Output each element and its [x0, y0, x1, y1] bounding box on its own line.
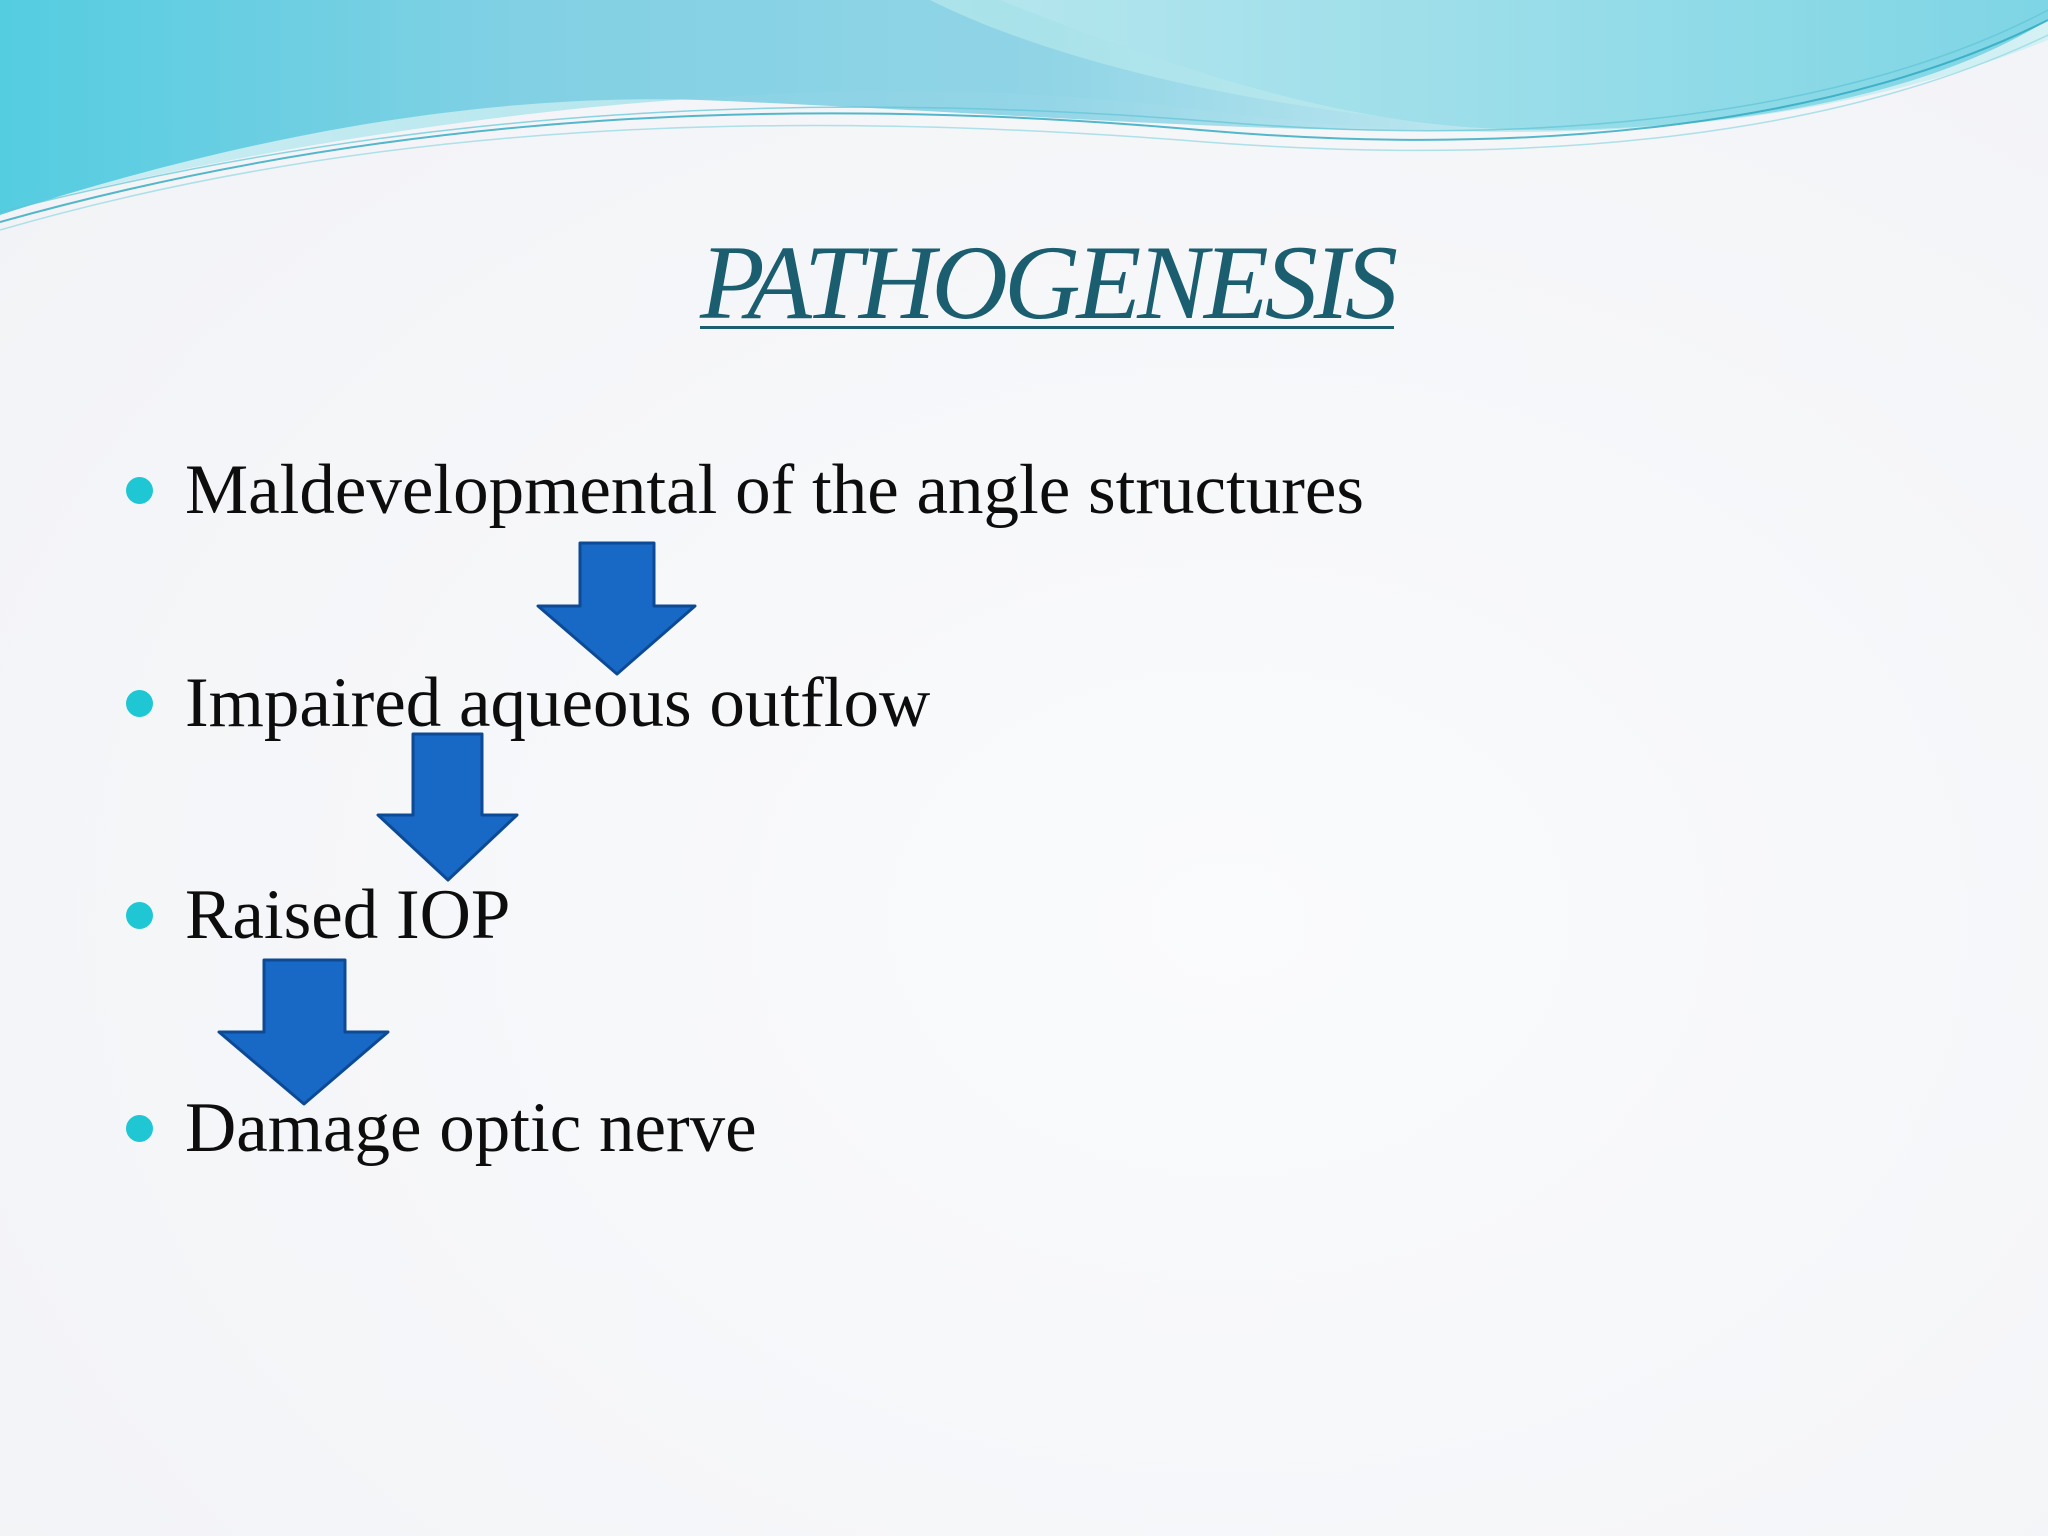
list-item-raised-iop: Raised IOP: [126, 870, 510, 960]
list-item-text: Maldevelopmental of the angle structures: [185, 451, 1364, 529]
bullet-dot-icon: [126, 476, 153, 504]
list-item-impaired-outflow: Impaired aqueous outflow: [126, 658, 930, 748]
slide-title: PATHOGENESIS: [700, 224, 1398, 341]
list-item-text: Impaired aqueous outflow: [185, 664, 931, 742]
list-item-text: Raised IOP: [185, 876, 511, 954]
list-item-text: Damage optic nerve: [185, 1089, 757, 1167]
bullet-dot-icon: [126, 1114, 153, 1142]
header-wave-decoration: [0, 0, 2048, 231]
bullet-dot-icon: [126, 689, 153, 717]
down-arrow-icon: [376, 732, 519, 882]
bullet-dot-icon: [126, 901, 153, 929]
down-arrow-icon: [536, 541, 697, 676]
list-item-maldevelopment: Maldevelopmental of the angle structures: [126, 445, 1364, 535]
list-item-optic-nerve-damage: Damage optic nerve: [126, 1083, 757, 1173]
